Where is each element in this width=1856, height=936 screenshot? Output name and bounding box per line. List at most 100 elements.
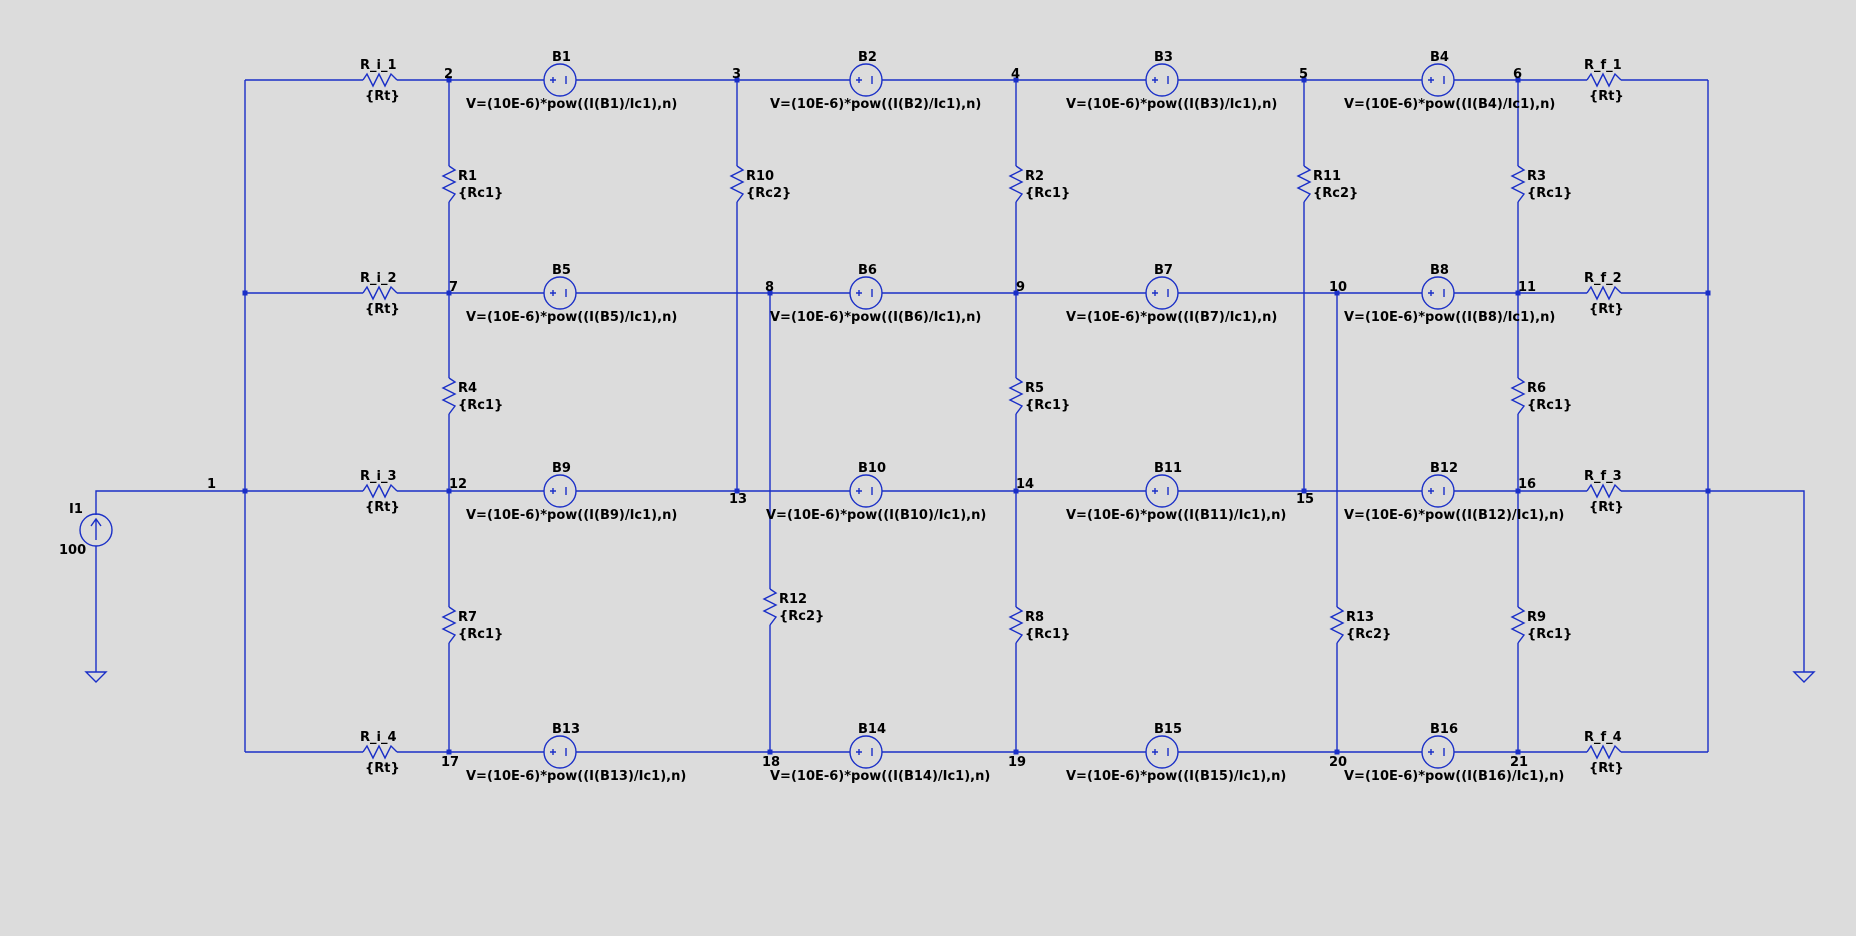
node-label: 10 <box>1329 280 1347 295</box>
junction-dot <box>1705 290 1711 296</box>
source-name: B8 <box>1430 263 1449 278</box>
source-name: B14 <box>858 722 886 737</box>
node-label: 16 <box>1518 477 1536 492</box>
polarity-icon <box>1428 487 1445 495</box>
junction-dot <box>1301 77 1307 83</box>
resistor-value: {Rc1} <box>1025 627 1070 642</box>
resistor-value: {Rc1} <box>1527 186 1572 201</box>
resistor-value: {Rt} <box>1589 761 1624 776</box>
resistor[interactable]: R2{Rc1} <box>1008 165 1070 203</box>
resistor-name: R_i_2 <box>360 271 397 286</box>
source-expression: V=(10E-6)*pow((I(B7)/Ic1),n) <box>1066 310 1277 325</box>
resistor[interactable]: R_f_4{Rt} <box>1584 730 1624 776</box>
resistor[interactable]: R10{Rc2} <box>729 165 791 203</box>
resistor-value: {Rc2} <box>1313 186 1358 201</box>
resistor-value: {Rc1} <box>458 627 503 642</box>
resistor-value: {Rt} <box>365 761 400 776</box>
voltage-source[interactable]: B6V=(10E-6)*pow((I(B6)/Ic1),n) <box>770 263 981 325</box>
resistor[interactable]: R_i_2{Rt} <box>360 271 400 317</box>
junction-dot <box>1515 290 1521 296</box>
source-name: B10 <box>858 461 886 476</box>
polarity-icon <box>856 76 873 84</box>
source-name: B7 <box>1154 263 1173 278</box>
resistor[interactable]: R3{Rc1} <box>1510 165 1572 203</box>
voltage-source[interactable]: B5V=(10E-6)*pow((I(B5)/Ic1),n) <box>466 263 677 325</box>
node-labels: 1 2 3 4 5 6 7 8 9 10 11 12 13 14 15 16 1… <box>207 67 1536 770</box>
resistor-name: R1 <box>458 169 477 184</box>
resistor[interactable]: R9{Rc1} <box>1510 606 1572 644</box>
polarity-icon <box>1428 748 1445 756</box>
polarity-icon <box>550 487 567 495</box>
resistor-name: R2 <box>1025 169 1044 184</box>
resistor[interactable]: R_i_1{Rt} <box>360 58 400 104</box>
voltage-source[interactable]: B3V=(10E-6)*pow((I(B3)/Ic1),n) <box>1066 50 1277 112</box>
i1-value: 100 <box>59 543 86 558</box>
voltage-source[interactable]: B8V=(10E-6)*pow((I(B8)/Ic1),n) <box>1344 263 1555 325</box>
resistor-value: {Rc2} <box>779 609 824 624</box>
source-name: B16 <box>1430 722 1458 737</box>
polarity-icon <box>1152 748 1169 756</box>
resistor[interactable]: R8{Rc1} <box>1008 606 1070 644</box>
resistor[interactable]: R_f_3{Rt} <box>1584 469 1624 515</box>
junction-dot <box>1301 488 1307 494</box>
resistor-value: {Rt} <box>1589 89 1624 104</box>
resistor[interactable]: R_i_4{Rt} <box>360 730 400 776</box>
resistor-value: {Rt} <box>365 89 400 104</box>
polarity-icon <box>1152 487 1169 495</box>
ground-icon <box>1792 671 1816 683</box>
source-expression: V=(10E-6)*pow((I(B16)/Ic1),n) <box>1344 769 1564 784</box>
polarity-icon <box>550 289 567 297</box>
junction-dot <box>446 488 452 494</box>
resistor[interactable]: R12{Rc2} <box>762 588 824 626</box>
resistor-name: R9 <box>1527 610 1546 625</box>
resistor[interactable]: R4{Rc1} <box>441 377 503 415</box>
junction-dot <box>242 290 248 296</box>
source-name: B15 <box>1154 722 1182 737</box>
resistor[interactable]: R_f_2{Rt} <box>1584 271 1624 317</box>
source-expression: V=(10E-6)*pow((I(B12)/Ic1),n) <box>1344 508 1564 523</box>
source-expression: V=(10E-6)*pow((I(B15)/Ic1),n) <box>1066 769 1286 784</box>
voltage-source[interactable]: B4V=(10E-6)*pow((I(B4)/Ic1),n) <box>1344 50 1555 112</box>
polarity-icon <box>1428 289 1445 297</box>
junction-dot <box>1013 77 1019 83</box>
resistor[interactable]: R11{Rc2} <box>1296 165 1358 203</box>
resistor[interactable]: R6{Rc1} <box>1510 377 1572 415</box>
node-label: 9 <box>1016 280 1025 295</box>
node-label: 12 <box>449 477 467 492</box>
voltage-source[interactable]: B7V=(10E-6)*pow((I(B7)/Ic1),n) <box>1066 263 1277 325</box>
source-name: B2 <box>858 50 877 65</box>
source-name: B12 <box>1430 461 1458 476</box>
voltage-source[interactable]: B1V=(10E-6)*pow((I(B1)/Ic1),n) <box>466 50 677 112</box>
resistor[interactable]: R1 {Rc1} <box>441 165 503 203</box>
source-expression: V=(10E-6)*pow((I(B8)/Ic1),n) <box>1344 310 1555 325</box>
resistor[interactable]: R_i_3{Rt} <box>360 469 400 515</box>
voltage-source[interactable]: B9V=(10E-6)*pow((I(B9)/Ic1),n) <box>466 461 677 523</box>
resistor-value: {Rc2} <box>1346 627 1391 642</box>
polarity-icon <box>550 748 567 756</box>
junction-dot <box>1515 77 1521 83</box>
resistor[interactable]: R13{Rc2} <box>1329 606 1391 644</box>
polarity-icon <box>856 289 873 297</box>
voltage-source[interactable]: B2V=(10E-6)*pow((I(B2)/Ic1),n) <box>770 50 981 112</box>
resistor-value: {Rt} <box>1589 302 1624 317</box>
resistor[interactable]: R7{Rc1} <box>441 606 503 644</box>
source-expression: V=(10E-6)*pow((I(B4)/Ic1),n) <box>1344 97 1555 112</box>
node-label: 18 <box>762 755 780 770</box>
wires <box>95 79 1805 753</box>
resistor-value: {Rc1} <box>458 186 503 201</box>
current-source-i1[interactable]: I1 100 <box>59 502 113 558</box>
wire-i1-to-node1 <box>95 490 245 515</box>
resistor[interactable]: R5{Rc1} <box>1008 377 1070 415</box>
junction-dot <box>734 488 740 494</box>
polarity-icon <box>1152 76 1169 84</box>
node-label: 4 <box>1011 67 1020 82</box>
resistor[interactable]: R_f_1{Rt} <box>1584 58 1624 104</box>
